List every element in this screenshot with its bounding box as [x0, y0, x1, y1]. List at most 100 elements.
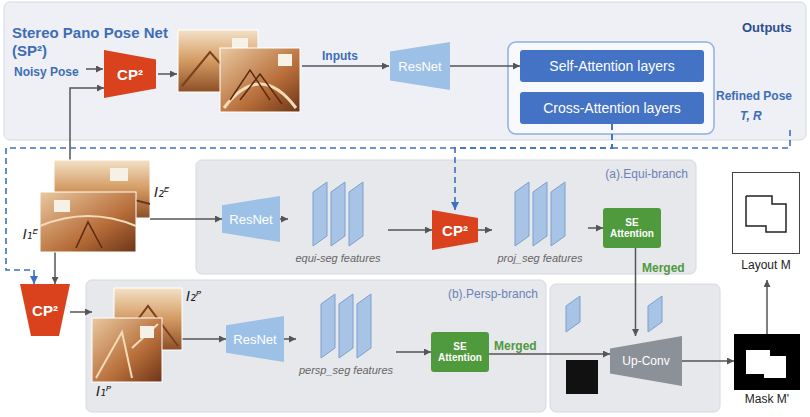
persp-images: I₁ᴾI₂ᴾ — [92, 288, 182, 396]
branch-panel: (a).Equi-branchResNet equi-seg features CP… — [196, 160, 696, 274]
path-part — [224, 84, 296, 108]
label-holder: Outputs — [742, 18, 792, 36]
pano-image — [40, 192, 136, 252]
node-text: SE Attention — [435, 341, 485, 363]
feature-slab — [551, 182, 565, 246]
feature-slab — [321, 294, 335, 358]
node-text: (a).Equi-branch — [605, 167, 688, 181]
path-part — [230, 70, 282, 104]
flow-label: Inputs — [322, 49, 358, 63]
top-pano-images — [178, 30, 300, 112]
label-holder: Refined Pose — [716, 86, 792, 104]
polygon-part — [566, 296, 580, 332]
flow-arrow — [396, 351, 431, 353]
floorplan-outline — [746, 196, 786, 232]
flow-arrow — [682, 360, 734, 362]
se-attention: SE Attention — [603, 208, 661, 248]
text-holder: CP² — [432, 210, 478, 250]
window-patch — [110, 168, 128, 181]
flow-arrow — [280, 218, 288, 220]
pano-line — [76, 222, 102, 248]
resnet-shape — [226, 316, 284, 362]
feature-slab — [349, 182, 363, 246]
flow-arrow — [284, 338, 296, 340]
text-holder: Mask M' — [724, 392, 810, 406]
node-text: persp_seg features — [296, 364, 396, 376]
feature-stack: persp_seg features — [296, 292, 396, 384]
text-holder: SE Attention — [603, 208, 661, 248]
text-holder: Cross-Attention layers — [520, 92, 704, 124]
label-holder: Inputs — [322, 46, 358, 64]
node-text: Mask M' — [724, 392, 810, 406]
edge-label-holder: Merged — [642, 258, 685, 276]
persp-image — [92, 318, 162, 382]
node-text: I₂ᴱ — [154, 184, 184, 200]
text-holder: CP² — [104, 50, 156, 98]
flow-arrow — [478, 229, 492, 231]
upconv-block: Up-Conv — [610, 336, 682, 386]
mask-output: Mask M' — [734, 334, 800, 410]
persp-line — [96, 324, 158, 378]
output-label: Refined Pose — [716, 89, 792, 103]
node-text: Cross-Attention layers — [543, 100, 681, 116]
node-text: CP² — [442, 222, 468, 239]
flow-arrow — [70, 311, 92, 313]
node-text: Up-Conv — [622, 354, 669, 368]
node-text: I₁ᴾ — [96, 383, 126, 399]
persp-images-art — [92, 288, 182, 396]
node-text: ResNet — [229, 212, 272, 227]
text-holder: Stereo Pano Pose Net (SP²) — [12, 24, 184, 60]
box-shape — [520, 92, 704, 124]
cp2-block: CP² — [20, 284, 70, 336]
resnet-block: ResNet — [226, 316, 284, 362]
equi-images: I₁ᴱI₂ᴱ — [40, 160, 150, 252]
text-holder: Up-Conv — [610, 336, 682, 386]
line-part — [86, 68, 103, 70]
feature-slab — [357, 294, 371, 358]
input-label: Noisy Pose — [14, 65, 79, 79]
edge-label-holder: Merged — [494, 336, 537, 354]
feature-stack: equi-seg features — [288, 180, 388, 270]
text-holder: ResNet — [226, 316, 284, 362]
window-patch — [140, 326, 154, 338]
flow-arrow — [54, 252, 56, 284]
feature-slab — [515, 182, 529, 246]
text-holder: I₂ᴾ — [186, 288, 216, 304]
text-holder: CP² — [20, 284, 70, 336]
node-text: SE Attention — [607, 217, 657, 239]
branch-panel-ground — [196, 160, 696, 274]
label-holder: Noisy Pose — [14, 62, 79, 80]
node-text: CP² — [117, 66, 143, 83]
node-text: (b).Persp-branch — [448, 287, 538, 301]
branch-panel-ground — [86, 280, 546, 412]
flow-arrow — [588, 227, 603, 229]
cp2-shape — [432, 210, 478, 250]
flow-arrow — [70, 88, 104, 160]
label-holder: T, R — [740, 106, 762, 124]
rect-part — [278, 54, 292, 66]
flow-arrow — [635, 248, 637, 336]
text-holder: (b).Persp-branch — [448, 284, 538, 302]
cp2-block: CP² — [432, 210, 478, 250]
flow-arrow — [450, 65, 520, 67]
text-holder: I₂ᴱ — [154, 184, 184, 200]
pose-output-line — [612, 128, 790, 148]
box-shape — [520, 50, 704, 82]
pose-net-panel: Stereo Pano Pose Net (SP²)CP²ResNetSelf-… — [4, 2, 806, 140]
line-part — [158, 73, 177, 75]
edge-label: Merged — [494, 339, 537, 353]
feature-slab — [331, 182, 345, 246]
flow-arrow — [150, 218, 222, 220]
text-holder: Self-Attention layers — [520, 50, 704, 82]
mask-frame — [734, 334, 800, 390]
window-patch — [54, 200, 70, 212]
attention-box: Self-Attention layers — [520, 50, 704, 82]
feature-slab — [533, 182, 547, 246]
feature-slab — [339, 294, 353, 358]
cp2-shape — [104, 50, 156, 98]
text-holder: (a).Equi-branch — [605, 164, 688, 182]
feature-slab — [313, 182, 327, 246]
polygon-part — [648, 296, 662, 332]
